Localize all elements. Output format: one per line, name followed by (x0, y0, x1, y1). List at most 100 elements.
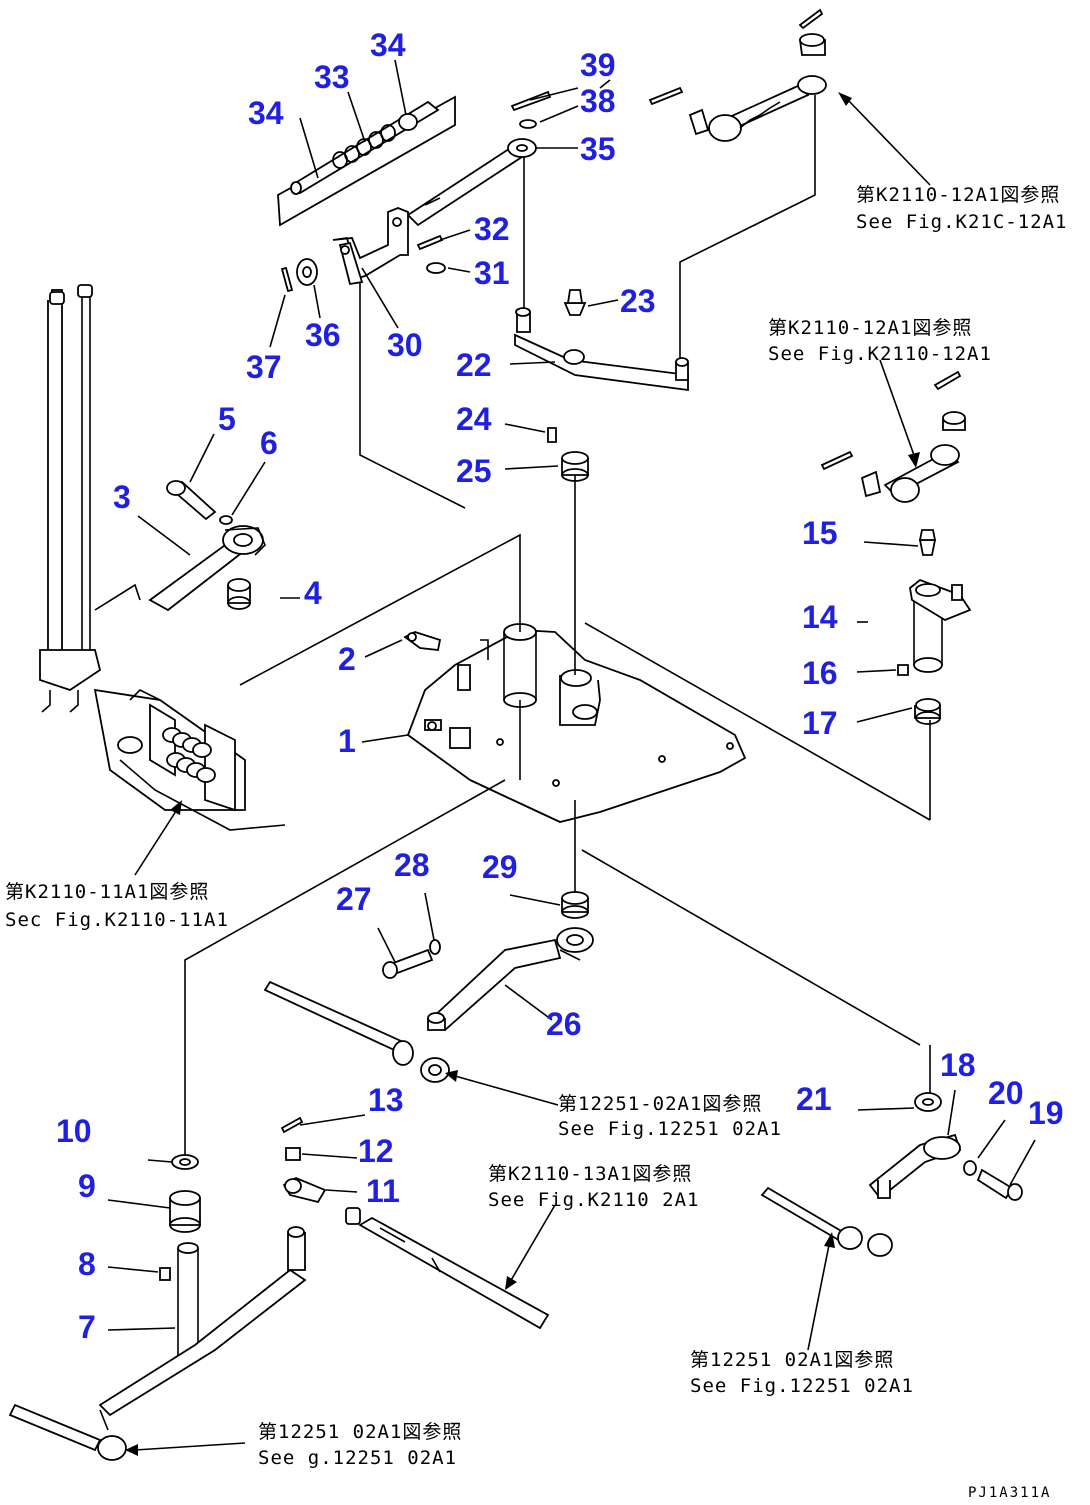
callout-34a: 34 (248, 95, 284, 131)
washer-20 (963, 1160, 977, 1176)
callout-11: 11 (366, 1173, 400, 1209)
ref-bottom-en: See g.12251 02A1 (258, 1447, 457, 1469)
callout-15: 15 (802, 515, 838, 551)
ref-center-jp: 第12251-02A1図参照 (558, 1093, 762, 1115)
bushing-10 (171, 1154, 199, 1170)
callout-21: 21 (796, 1081, 832, 1117)
callout-1: 1 (338, 723, 356, 759)
callout-16: 16 (802, 655, 838, 691)
ref-mid-right-en: See Fig.K2110-12A1 (768, 343, 992, 365)
ref-top-right-en: See Fig.K21C-12A1 (856, 211, 1067, 233)
callout-37: 37 (246, 349, 282, 385)
callout-22: 22 (456, 347, 492, 383)
pin-8 (159, 1267, 171, 1281)
callout-18: 18 (940, 1047, 976, 1083)
clip-2 (403, 631, 442, 651)
callout-8: 8 (78, 1246, 96, 1282)
callout-10: 10 (56, 1113, 92, 1149)
callout-38: 38 (580, 83, 616, 119)
bracket-30 (332, 207, 409, 286)
callout-28: 28 (394, 847, 430, 883)
lever-26 (427, 927, 594, 1032)
lever-22 (514, 307, 689, 392)
callout-29: 29 (482, 849, 518, 885)
pin-39 (510, 90, 552, 112)
callout-33: 33 (314, 59, 350, 95)
reference-arrows (125, 92, 931, 1456)
callout-6: 6 (260, 425, 278, 461)
callout-36: 36 (305, 317, 341, 353)
washer-28 (429, 939, 441, 955)
ref-lower-right-en: See Fig.12251 02A1 (690, 1375, 914, 1397)
bottom-rod (8, 1403, 127, 1461)
callout-5: 5 (218, 401, 236, 437)
bolt-5 (166, 480, 217, 521)
ref-lower-center-jp: 第K2110-13A1図参照 (488, 1163, 692, 1185)
callout-20: 20 (988, 1075, 1024, 1111)
callout-19: 19 (1028, 1095, 1064, 1131)
floor-plate (184, 95, 931, 1158)
callout-30: 30 (387, 327, 423, 363)
ref-lower-center-en: See Fig.K2110 2A1 (488, 1189, 699, 1211)
callout-25: 25 (456, 453, 492, 489)
rod-35 (406, 138, 537, 227)
lever-3 (148, 525, 266, 612)
callout-26: 26 (546, 1006, 582, 1042)
lever-18 (868, 1133, 962, 1200)
bushing-17 (914, 698, 941, 725)
lever-7 (98, 1226, 307, 1431)
bushing-21 (914, 1092, 942, 1112)
ref-lower-right-jp: 第12251 02A1図参照 (690, 1349, 894, 1371)
clevis-11 (282, 1176, 327, 1204)
shaft-14 (909, 578, 972, 673)
grease-fitting-15 (918, 529, 937, 556)
bolt-27 (382, 948, 434, 979)
callout-9: 9 (78, 1168, 96, 1204)
clip-12 (285, 1147, 301, 1161)
pin-24 (547, 427, 557, 443)
callout-35: 35 (580, 131, 616, 167)
callout-24: 24 (456, 401, 492, 437)
callout-12: 12 (358, 1133, 394, 1169)
lower-rod (345, 1207, 550, 1330)
pin-13 (280, 1116, 304, 1134)
rod-lower-right (760, 1186, 893, 1257)
callout-34b: 34 (370, 27, 406, 63)
rod-end-top-right (648, 8, 827, 142)
callout-23: 23 (620, 283, 656, 319)
washer-6 (219, 515, 233, 525)
left-mechanism (39, 284, 286, 831)
ref-left-en: Sec Fig.K2110-11A1 (5, 909, 229, 931)
grease-fitting-23 (563, 289, 587, 316)
ref-mid-right-jp: 第K2110-12A1図参照 (768, 317, 972, 339)
washer-31 (426, 262, 446, 274)
pin-37 (280, 266, 294, 293)
bushing-25 (561, 451, 589, 482)
callout-17: 17 (802, 705, 838, 741)
bushing-29 (561, 891, 589, 919)
center-rod (263, 980, 450, 1083)
callout-7: 7 (78, 1309, 96, 1345)
nut-36 (296, 258, 318, 286)
callout-2: 2 (338, 641, 356, 677)
callout-39: 39 (580, 47, 616, 83)
bolt-19 (976, 1168, 1023, 1201)
callout-labels: 34 33 34 39 38 35 32 31 30 36 37 23 22 2… (56, 27, 1064, 1345)
callout-14: 14 (802, 599, 838, 635)
callout-32: 32 (474, 211, 510, 247)
ref-left-jp: 第K2110-11A1図参照 (5, 881, 209, 903)
washer-38 (519, 119, 537, 129)
ref-top-right-jp: 第K2110-12A1図参照 (856, 184, 1060, 206)
callout-27: 27 (336, 881, 372, 917)
callout-31: 31 (474, 255, 510, 291)
rod-end-mid-right (820, 370, 966, 503)
callout-3: 3 (113, 479, 131, 515)
ref-bottom-jp: 第12251 02A1図参照 (258, 1421, 462, 1443)
callout-4: 4 (304, 575, 322, 611)
bushing-9 (169, 1190, 201, 1233)
pin-16 (897, 664, 909, 676)
ref-center-en: See Fig.12251 02A1 (558, 1118, 782, 1140)
pin-32 (416, 234, 444, 251)
leader-lines (107, 59, 1036, 1331)
callout-13: 13 (368, 1082, 404, 1118)
